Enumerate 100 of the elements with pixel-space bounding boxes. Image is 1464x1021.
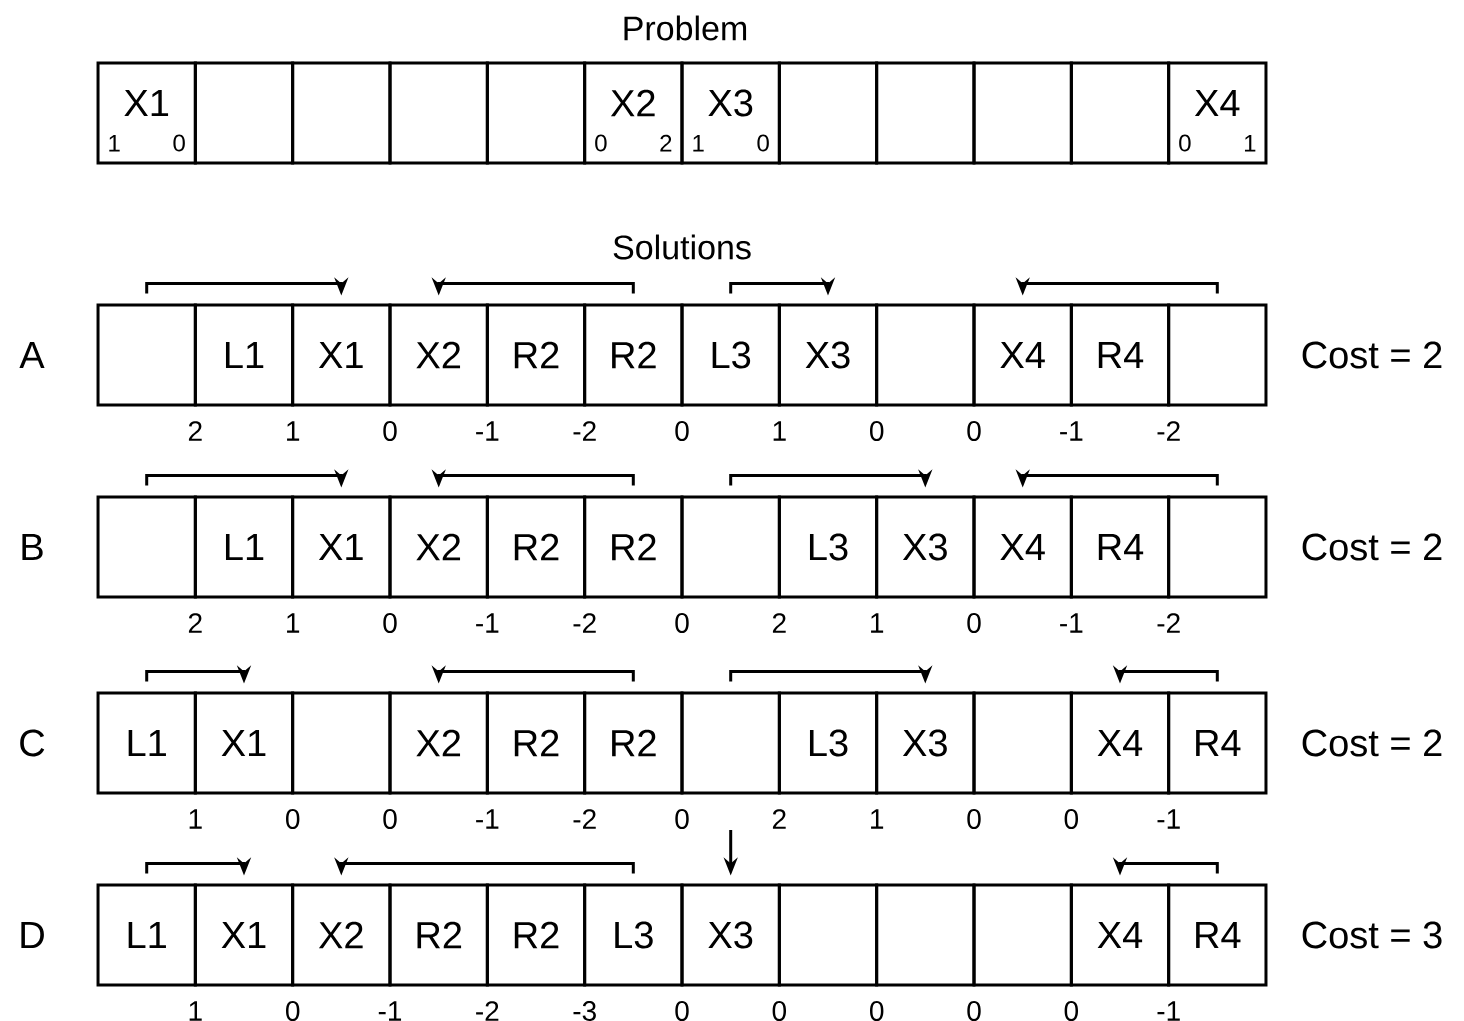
- cell-box: X1: [193, 883, 295, 987]
- cell-box: X4: [1069, 691, 1171, 795]
- offset-number: -2: [573, 421, 596, 441]
- cost-label: Cost = 2: [1302, 533, 1442, 561]
- cell-box: X4: [972, 303, 1073, 407]
- cell-box: [291, 691, 392, 795]
- offset-number: 0: [967, 613, 981, 633]
- cell-box: 0 X2 2: [583, 61, 684, 165]
- cell-box: [1167, 303, 1268, 407]
- cell-box: R2: [583, 303, 684, 407]
- offset-number: -2: [573, 613, 596, 633]
- offset-number: -1: [476, 809, 499, 829]
- cell-box: L1: [96, 883, 197, 987]
- offset-number: -1: [476, 613, 499, 633]
- offset-number: 1: [871, 613, 884, 633]
- cell-box: [875, 883, 976, 987]
- cell-box: X3: [875, 691, 976, 795]
- cell-box: L1: [96, 691, 197, 795]
- offset-number: 2: [772, 613, 786, 633]
- cell-box: [96, 303, 197, 407]
- offset-number: 0: [870, 421, 884, 441]
- cell-box: [875, 303, 976, 407]
- offset-number: 0: [383, 613, 397, 633]
- offset-number: 0: [286, 809, 300, 829]
- cell-box: X3: [680, 883, 781, 987]
- offset-number: 1: [773, 421, 786, 441]
- offset-number: -3: [573, 1001, 596, 1021]
- cell-box: X2: [388, 691, 489, 795]
- cell-box: [680, 495, 781, 599]
- cell-box: 1 X3 0: [680, 61, 781, 165]
- cell-box: R2: [583, 691, 684, 795]
- offset-number: -1: [378, 1001, 402, 1021]
- offset-number: 1: [189, 809, 202, 829]
- heading: Problem: [624, 15, 747, 41]
- row-letter: B: [22, 533, 43, 561]
- cell-box: X1: [193, 691, 295, 795]
- offset-number: 0: [675, 1001, 689, 1021]
- cell-box: X4: [1069, 883, 1171, 987]
- offset-number: 0: [967, 809, 981, 829]
- cell-box: X2: [388, 303, 489, 407]
- offset-number: 0: [772, 1001, 786, 1021]
- cell-box: X3: [777, 303, 879, 407]
- offset-number: 0: [675, 809, 689, 829]
- cell-box: X3: [875, 495, 976, 599]
- cost-label: Cost = 3: [1302, 921, 1442, 949]
- cell-box: L1: [193, 303, 295, 407]
- offset-number: 0: [870, 1001, 884, 1021]
- cell-box: [680, 691, 781, 795]
- row-letter: A: [19, 341, 45, 369]
- cell-box: R4: [1069, 303, 1171, 407]
- cell-box: [972, 691, 1073, 795]
- offset-number: -2: [476, 1001, 499, 1021]
- cell-box: 0 X4 1: [1167, 61, 1268, 165]
- cell-box: X4: [972, 495, 1073, 599]
- cell-box: R4: [1167, 691, 1268, 795]
- cell-box: X2: [388, 495, 489, 599]
- cost-label: Cost = 2: [1302, 341, 1442, 369]
- cell-box: [388, 61, 489, 165]
- cell-box: R2: [485, 495, 587, 599]
- cell-box: L3: [777, 691, 879, 795]
- row-letter: D: [21, 921, 44, 949]
- cell-box: R2: [485, 883, 587, 987]
- offset-number: 0: [675, 421, 689, 441]
- offset-number: 0: [286, 1001, 300, 1021]
- offset-number: 0: [1064, 809, 1078, 829]
- cell-box: X1: [291, 303, 392, 407]
- offset-number: 0: [1064, 1001, 1078, 1021]
- offset-number: 1: [189, 1001, 202, 1021]
- offset-number: 2: [188, 613, 202, 633]
- offset-number: 0: [967, 421, 981, 441]
- cell-box: L1: [193, 495, 295, 599]
- offset-number: -2: [573, 809, 596, 829]
- cell-box: [972, 883, 1073, 987]
- offset-number: -2: [1157, 613, 1180, 633]
- offset-number: 1: [287, 421, 300, 441]
- cell-box: R4: [1069, 495, 1171, 599]
- cell-box: [1167, 495, 1268, 599]
- offset-number: -1: [1060, 613, 1083, 633]
- cell-box: X2: [291, 883, 392, 987]
- cell-box: [972, 61, 1073, 165]
- cell-box: R2: [388, 883, 489, 987]
- cell-box: R2: [485, 303, 587, 407]
- offset-number: -1: [1060, 421, 1083, 441]
- offset-number: -2: [1157, 421, 1180, 441]
- cost-label: Cost = 2: [1302, 729, 1442, 757]
- cell-box: R2: [583, 495, 684, 599]
- offset-number: 0: [383, 421, 397, 441]
- offset-number: -1: [1157, 1001, 1180, 1021]
- cell-box: X1: [291, 495, 392, 599]
- offset-number: 1: [287, 613, 300, 633]
- cell-box: R4: [1167, 883, 1268, 987]
- cell-box: 1 X1 0: [96, 61, 197, 165]
- cell-box: R2: [485, 691, 587, 795]
- cell-box: [291, 61, 392, 165]
- cell-box: L3: [680, 303, 781, 407]
- offset-number: 0: [967, 1001, 981, 1021]
- cell-box: L3: [583, 883, 684, 987]
- offset-number: -1: [1157, 809, 1180, 829]
- offset-number: 2: [188, 421, 202, 441]
- heading: Solutions: [613, 234, 751, 260]
